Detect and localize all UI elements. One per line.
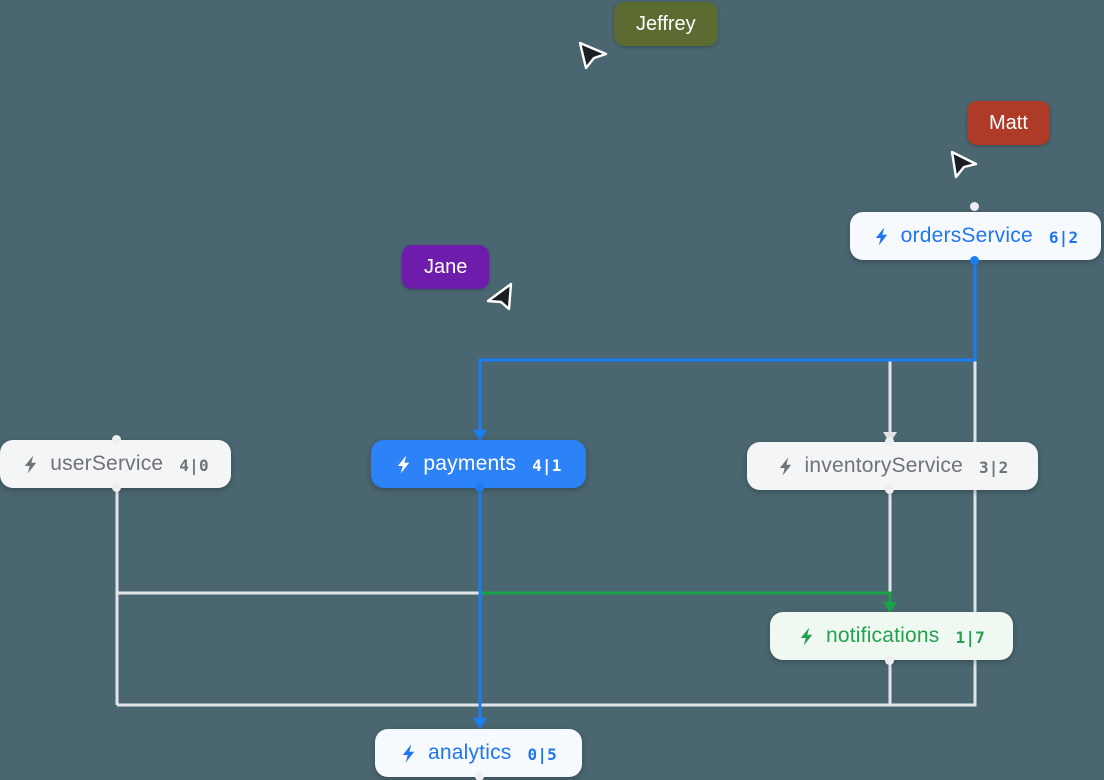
cursor-pointer-icon-jeffrey <box>578 41 608 70</box>
lightning-bolt-icon <box>873 227 890 246</box>
port-inventoryService-bottom[interactable] <box>885 485 894 494</box>
node-counts-badge: 3|2 <box>978 457 1009 477</box>
node-counts-badge: 0|5 <box>527 744 557 764</box>
lightning-bolt-icon <box>22 455 39 474</box>
user-badge-jeffrey: Jeffrey <box>614 2 718 46</box>
node-label: payments <box>423 452 517 475</box>
node-label: notifications <box>826 624 940 647</box>
cursor-pointer-icon-matt <box>950 150 978 179</box>
port-ordersService-bottom[interactable] <box>970 256 979 265</box>
user-name: Jeffrey <box>636 12 696 35</box>
node-counts-badge: 4|0 <box>179 455 209 475</box>
node-counts-badge: 4|1 <box>532 455 562 475</box>
node-ordersService[interactable]: ordersService 6|2 <box>850 212 1101 260</box>
port-inventoryService-top[interactable] <box>885 437 894 446</box>
node-counts-badge: 6|2 <box>1048 227 1079 247</box>
node-label: ordersService <box>900 224 1033 247</box>
edge-ordersService-payments[interactable] <box>478 261 977 430</box>
port-notifications-bottom[interactable] <box>885 656 894 665</box>
port-userService-bottom[interactable] <box>112 483 121 492</box>
node-analytics[interactable]: analytics 0|5 <box>375 729 582 777</box>
arrowhead-into-payments <box>473 430 487 441</box>
user-badge-matt: Matt <box>967 101 1050 145</box>
user-name: Jane <box>424 255 468 278</box>
port-analytics-bottom[interactable] <box>475 772 484 780</box>
port-userService-top[interactable] <box>112 435 121 444</box>
user-name: Matt <box>989 111 1028 134</box>
arrowhead-into-notifications <box>883 602 897 613</box>
edge-payments-notifications[interactable] <box>481 591 892 602</box>
port-ordersService-top[interactable] <box>970 202 979 211</box>
node-userService[interactable]: userService 4|0 <box>0 440 231 488</box>
port-payments-bottom[interactable] <box>475 483 484 492</box>
lightning-bolt-icon <box>395 455 412 474</box>
node-label: userService <box>50 452 164 475</box>
lightning-bolt-icon <box>400 744 417 763</box>
node-inventoryService[interactable]: inventoryService 3|2 <box>747 442 1038 490</box>
user-badge-jane: Jane <box>402 245 490 289</box>
lightning-bolt-icon <box>777 457 794 476</box>
node-notifications[interactable]: notifications 1|7 <box>770 612 1013 660</box>
node-label: analytics <box>427 741 512 764</box>
lightning-bolt-icon <box>798 627 815 646</box>
node-label: inventoryService <box>804 454 963 477</box>
node-payments[interactable]: payments 4|1 <box>371 440 586 488</box>
node-counts-badge: 1|7 <box>955 627 985 647</box>
arrowhead-into-analytics <box>473 718 487 729</box>
cursor-pointer-icon-jane <box>486 282 513 311</box>
